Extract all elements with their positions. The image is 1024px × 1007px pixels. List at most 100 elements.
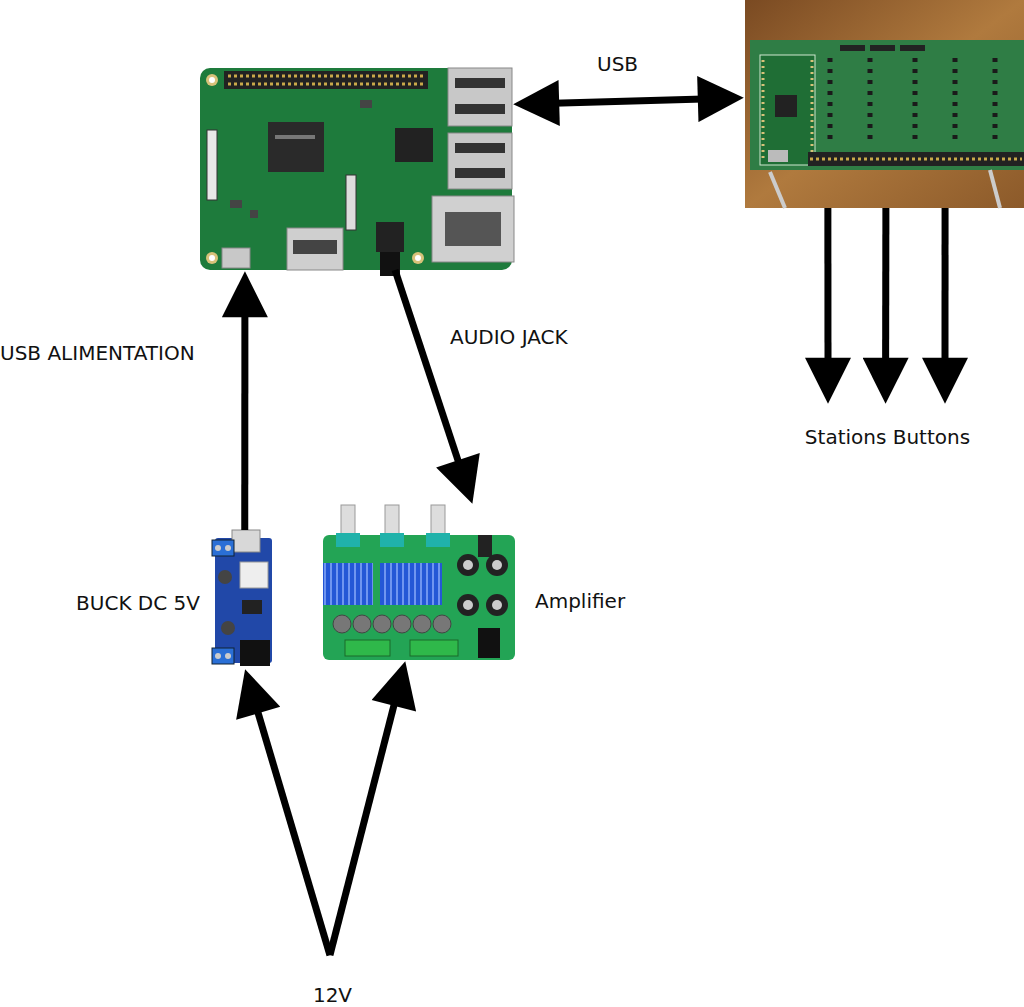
chip-marking bbox=[275, 135, 315, 139]
gpio-pins bbox=[228, 83, 424, 86]
inductor bbox=[393, 615, 411, 633]
buck-converter-illustration bbox=[212, 530, 272, 666]
pico-pins bbox=[762, 60, 765, 160]
usb-slot bbox=[455, 78, 505, 88]
arrow-connector bbox=[882, 208, 889, 390]
capacitor bbox=[457, 594, 479, 616]
connector-label: USB ALIMENTATION bbox=[0, 341, 195, 365]
inductor bbox=[433, 615, 451, 633]
raspberry-pi-board bbox=[200, 68, 512, 270]
potentiometer bbox=[426, 533, 450, 547]
arrow-connector bbox=[942, 208, 949, 390]
connector bbox=[900, 45, 925, 51]
component-column bbox=[828, 58, 833, 145]
potentiometer bbox=[380, 533, 404, 547]
node-label: BUCK DC 5V bbox=[76, 591, 200, 615]
pico-chip bbox=[775, 95, 797, 117]
micro-usb-port bbox=[222, 248, 250, 268]
connector-group bbox=[245, 98, 945, 955]
mounting-hole bbox=[206, 74, 218, 86]
pin-header bbox=[808, 152, 1024, 166]
usb-slot bbox=[455, 143, 505, 153]
heatsink bbox=[380, 563, 442, 605]
capacitor-top bbox=[463, 560, 473, 570]
dc-jack bbox=[478, 628, 500, 658]
micro-usb-port bbox=[768, 150, 788, 162]
pcb-board bbox=[750, 40, 1024, 170]
usb-port bbox=[232, 530, 260, 552]
hole-center bbox=[415, 255, 421, 261]
soc-chip bbox=[268, 122, 324, 172]
capacitor bbox=[221, 621, 235, 635]
smd-component bbox=[250, 210, 258, 218]
component-column bbox=[953, 58, 958, 145]
display-connector bbox=[207, 130, 217, 200]
capacitor bbox=[486, 594, 508, 616]
ethernet-port bbox=[432, 196, 514, 262]
capacitor-top bbox=[492, 560, 502, 570]
hole-center bbox=[209, 77, 215, 83]
connector-label: AUDIO JACK bbox=[450, 325, 568, 349]
mounting-hole bbox=[412, 252, 424, 264]
arrow-connector bbox=[527, 98, 730, 104]
inductor bbox=[353, 615, 371, 633]
pico-module bbox=[760, 55, 815, 165]
connector bbox=[840, 45, 865, 51]
arrow-connector bbox=[330, 675, 402, 956]
speaker-terminal bbox=[345, 640, 390, 656]
amplifier-illustration bbox=[323, 505, 515, 660]
mounting-hole bbox=[206, 252, 218, 264]
heatsink bbox=[323, 563, 373, 605]
hole-center bbox=[209, 255, 215, 261]
component-column bbox=[993, 58, 998, 145]
pcb-board bbox=[323, 535, 515, 660]
node-label: 12V bbox=[290, 983, 375, 1007]
capacitor bbox=[457, 554, 479, 576]
audio-jack-barrel bbox=[380, 252, 400, 276]
screw-terminal bbox=[212, 540, 234, 556]
inductor bbox=[373, 615, 391, 633]
capacitor bbox=[486, 554, 508, 576]
node-label: Stations Buttons bbox=[790, 425, 985, 449]
usb-slot bbox=[455, 104, 505, 114]
regulator-chip bbox=[242, 600, 262, 614]
audio-input-jack bbox=[478, 535, 492, 557]
arrow-connector bbox=[395, 270, 468, 491]
buck-converter: BUCK DC 5V bbox=[212, 530, 275, 668]
gpio-header bbox=[224, 71, 428, 89]
power-input: 12V bbox=[290, 950, 375, 1007]
screw bbox=[215, 545, 221, 551]
gpio-pins bbox=[228, 75, 424, 78]
knob-shaft bbox=[431, 505, 445, 535]
inductor bbox=[240, 562, 268, 588]
header-pins bbox=[810, 158, 1022, 161]
amplifier-board: Amplifier bbox=[323, 505, 515, 660]
hdmi-socket bbox=[293, 240, 337, 254]
pcb-board bbox=[200, 68, 512, 270]
usb-slot bbox=[455, 168, 505, 178]
screw bbox=[225, 545, 231, 551]
capacitor-top bbox=[492, 600, 502, 610]
pico-pins bbox=[811, 60, 814, 160]
camera-connector bbox=[346, 175, 356, 230]
capacitor bbox=[218, 570, 232, 584]
potentiometer bbox=[336, 533, 360, 547]
photo-background bbox=[745, 0, 1024, 208]
raspberry-pi-illustration bbox=[200, 68, 514, 276]
usb-chip bbox=[395, 128, 433, 162]
arrow-connector bbox=[824, 208, 831, 390]
ethernet-socket bbox=[445, 212, 501, 246]
wire bbox=[990, 170, 1000, 208]
stations-buttons-label: Stations Buttons bbox=[790, 405, 985, 470]
screw bbox=[215, 653, 221, 659]
component-column bbox=[913, 58, 918, 145]
pico-board-photo bbox=[745, 0, 1024, 208]
smd-component bbox=[230, 200, 242, 208]
screw-terminal bbox=[212, 648, 234, 664]
arrow-connector bbox=[241, 285, 248, 530]
inductor bbox=[413, 615, 431, 633]
